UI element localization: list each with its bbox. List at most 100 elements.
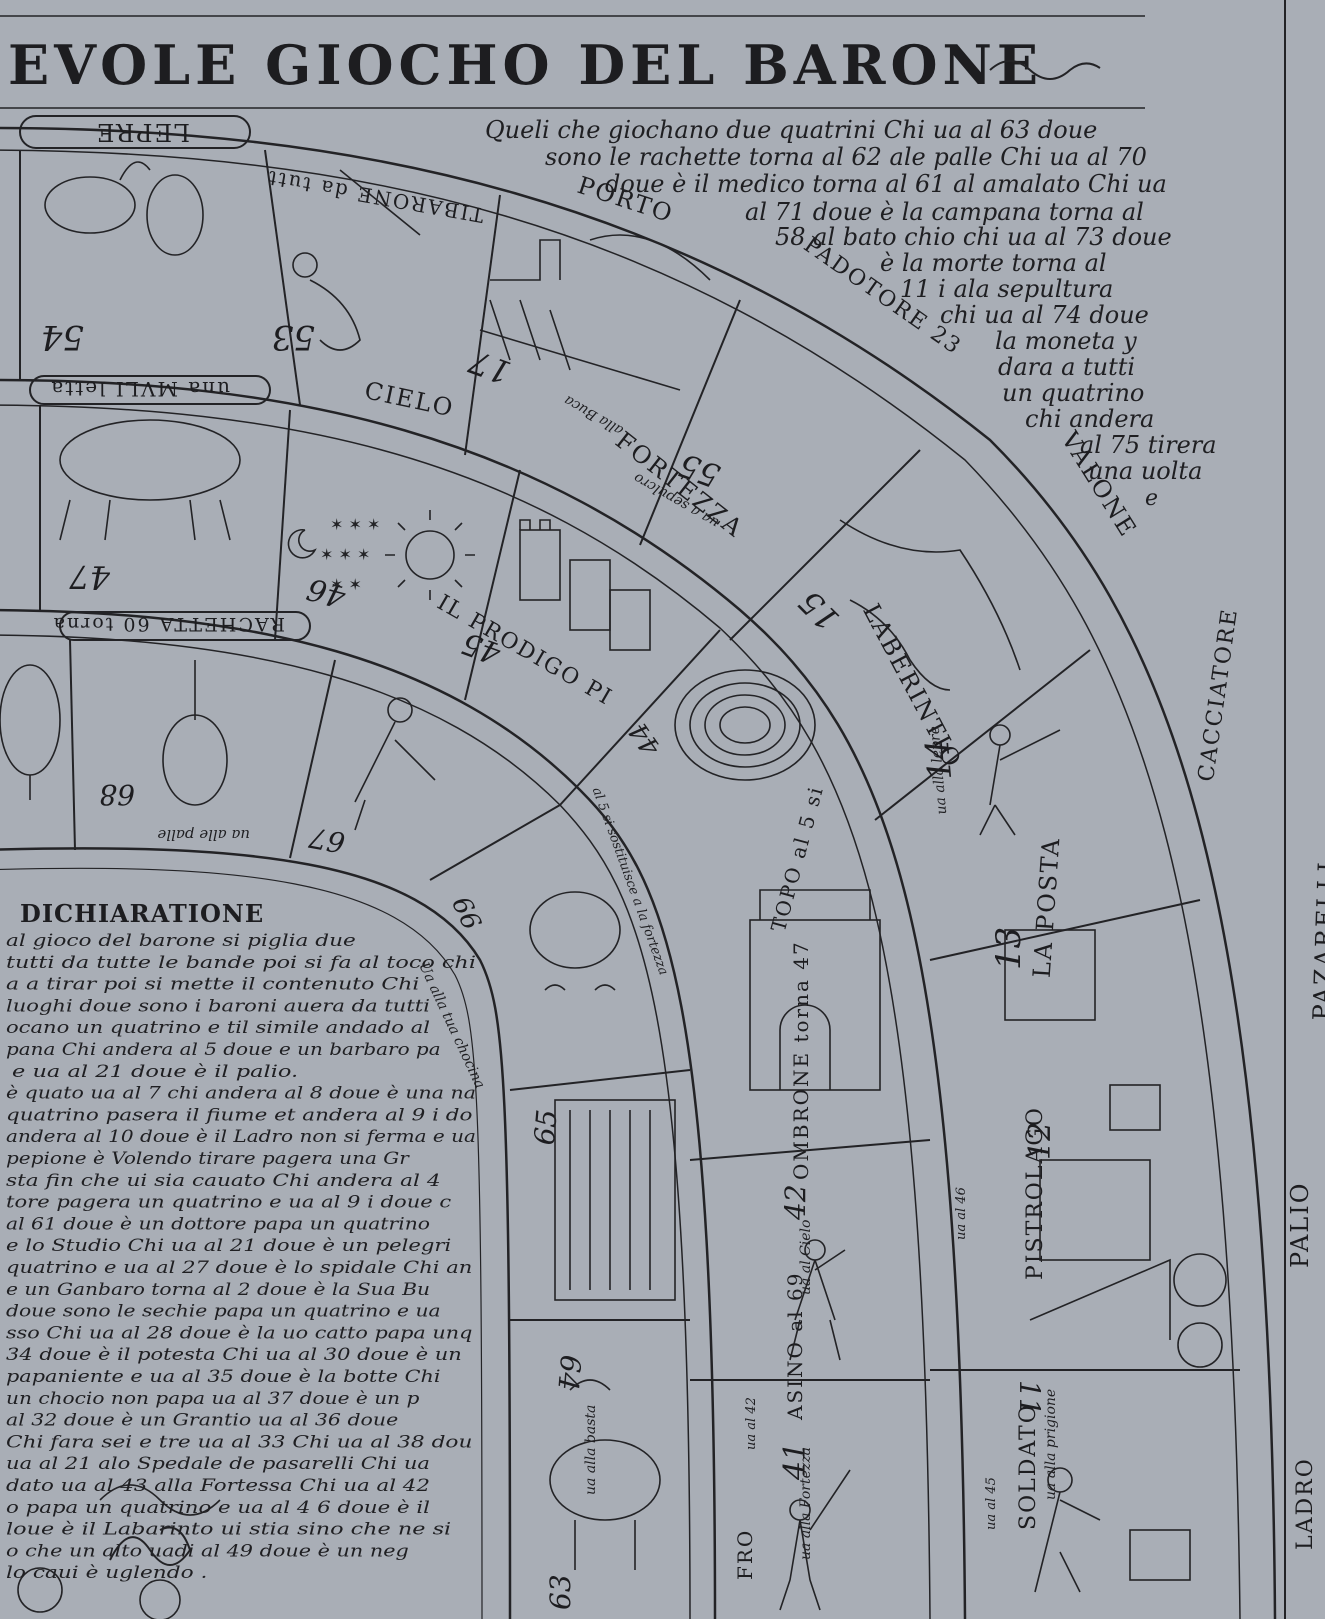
label-pistrolago: PISTROLAGO: [1023, 1106, 1048, 1280]
label-cacciatore: CACCIATORE: [1194, 606, 1243, 783]
ball-illustration: [162, 660, 228, 806]
palio-cart-illustration: [1029, 1159, 1227, 1368]
rules-line-14: una uolta: [1088, 457, 1202, 485]
declaration-heading: DICHIARATIONE: [20, 899, 264, 928]
cell-number-42: 42: [779, 1184, 812, 1221]
hare-illustration: [44, 161, 204, 256]
declaration-line: dato ua al 43 alla Fortessa Chi ua al 42: [6, 1476, 430, 1496]
declaration-line: pepione è Volendo tirare pagera una Gr: [6, 1149, 410, 1169]
ring-outer-inner-edge: [0, 149, 1241, 1619]
declaration-line: è quato ua al 7 chi andera al 8 doue è u…: [6, 1084, 476, 1104]
declaration-line: e un Ganbaro torna al 2 doue è la Sua Bu: [6, 1280, 430, 1300]
caption-ua-alle-palle: ua alle palle: [157, 826, 250, 844]
cell-number-65: 65: [528, 1108, 564, 1146]
cell-number-68: 68: [99, 778, 135, 811]
cell-number-17: 17: [464, 342, 516, 392]
label-la-posta: LA POSTA: [1028, 836, 1066, 979]
labyrinth-illustration: [674, 669, 816, 781]
declaration-line: ocano un quatrino e til simile andado al: [6, 1018, 430, 1038]
ring-core-edge: [0, 847, 512, 1619]
svg-text:✶ ✶: ✶ ✶: [330, 575, 362, 594]
declaration-line: ua al 21 alo Spedale de pasarelli Chi ua: [6, 1454, 430, 1474]
svg-text:✶ ✶ ✶: ✶ ✶ ✶: [330, 515, 380, 534]
declaration-line: un chocio non papa ua al 37 doue è un p: [6, 1389, 420, 1409]
declaration-line: a a tirar poi si mette il contenuto Chi: [6, 975, 419, 995]
declaration-line: 34 doue è il potesta Chi ua al 30 doue è…: [6, 1345, 462, 1365]
declaration-line: lo caui è uglendo .: [6, 1563, 207, 1583]
cell-number-12: 12: [1023, 1122, 1058, 1160]
label-pazarelli: PAZARELLI: [1308, 860, 1325, 1021]
label-tibarone: TIBARONE da tutt: [265, 166, 486, 228]
caption-ua-al-42: ua al 42: [744, 1397, 759, 1450]
cell-number-67: 67: [307, 821, 348, 860]
declaration-line: quatrino pasera il fiume et andera al 9 …: [6, 1105, 472, 1125]
cell-number-66: 66: [445, 892, 486, 935]
ring-inner-inner-edge: [0, 634, 691, 1619]
rules-line-13: al 75 tirera: [1080, 431, 1217, 459]
rules-line-12: chi andera: [1025, 405, 1154, 433]
rules-line-7: 11 i ala sepultura: [900, 275, 1113, 303]
caption-ua-alla-lepre: ua alla lepre: [927, 725, 951, 815]
cell-number-14: 14: [918, 738, 959, 782]
rules-line-10: dara a tutti: [998, 353, 1135, 381]
svg-text:✶ ✶ ✶: ✶ ✶ ✶: [320, 545, 370, 564]
waterfall-illustration: [839, 519, 1021, 691]
cell-number-47: 47: [69, 558, 111, 596]
rules-line-11: un quatrino: [1002, 379, 1144, 407]
cell-number-13: 13: [989, 927, 1029, 970]
label-cielo: CIELO: [362, 376, 457, 422]
label-soldato: SOLDATO: [1016, 1403, 1041, 1530]
page-title: EVOLE GIOCHO DEL BARONE: [8, 33, 1043, 97]
scroll-ornament-icon: [109, 1526, 192, 1566]
caption-al5-fortezza: al 5 si sostituisce a la fortezza: [589, 785, 671, 977]
label-muli: una MVLI letta: [49, 377, 230, 401]
label-rachetta-scroll: [59, 611, 311, 641]
declaration-line: luoghi doue sono i baroni auera da tutti: [6, 996, 430, 1016]
rules-line-1: Queli che giochano due quatrini Chi ua a…: [485, 116, 1097, 144]
rules-line-6: è la morte torna al: [880, 249, 1107, 277]
declaration-line: al 32 doue è un Grantio ua al 36 doue: [6, 1411, 398, 1431]
label-lepre-scroll: [19, 115, 251, 149]
cell-number-15: 15: [791, 583, 847, 639]
mule-illustration: [59, 419, 241, 541]
caption-ua-al-cielo: ua al Cielo: [798, 1220, 814, 1295]
declaration-line: loue è il Labarinto ui stia sino che ne …: [6, 1520, 451, 1540]
cell-number-44: 44: [623, 716, 667, 761]
label-lepre: LEPRE: [95, 118, 190, 146]
declaration-line: al gioco del barone si piglia due: [6, 931, 356, 951]
hunter-illustration: [979, 724, 1061, 836]
declaration-line: al 61 doue è un dottore papa un quatrino: [6, 1214, 430, 1234]
donkey-illustration: [549, 1379, 661, 1570]
rules-line-4: al 71 doue è la campana torna al: [745, 198, 1144, 226]
illustrations: ✶ ✶ ✶ ✶ ✶ ✶ ✶ ✶: [0, 161, 1227, 1619]
rules-line-15: e: [1145, 486, 1158, 511]
soldier-illustration: [779, 1469, 851, 1611]
mouse-illustration: [529, 891, 621, 991]
astrologer-illustration: [789, 1239, 846, 1361]
title-flourish-icon: [989, 60, 1101, 80]
caption-ua-alla-fortezza: ua alla Fortezza: [798, 1447, 814, 1560]
declaration-line: e lo Studio Chi ua al 21 doue è un peleg…: [6, 1236, 451, 1256]
declaration-line: sso Chi ua al 28 doue è la uo catto papa…: [6, 1323, 473, 1343]
fortress-illustration: [519, 519, 651, 651]
putti-ornament-illustration: [17, 1484, 221, 1619]
harbour-illustration: [479, 234, 711, 391]
ring-core-inner-edge: [0, 867, 483, 1619]
rules-line-8: chi ua al 74 doue: [940, 301, 1149, 329]
rules-line-9: la moneta y: [995, 327, 1137, 355]
declaration-line: o papa un quatrino e ua al 4 6 doue è il: [6, 1498, 430, 1518]
declaration-line: e ua al 21 doue è il palio.: [12, 1062, 298, 1082]
declaration-line: andera al 10 doue è il Ladro non si ferm…: [6, 1127, 476, 1147]
declaration-line: tutti da tutte le bande poi si fa al toc…: [6, 953, 476, 973]
racket-illustration: [0, 664, 61, 800]
cell-number-63: 63: [544, 1574, 577, 1610]
cell-dividers: [19, 149, 1240, 1381]
thief-illustration: [1034, 1467, 1191, 1593]
declaration-block: DICHIARATIONE al gioco del barone si pig…: [6, 899, 476, 1583]
ring-outer-edge: [0, 126, 1277, 1619]
label-topo: TOPO al 5 si: [766, 783, 828, 934]
declaration-line: doue sono le sechie papa un quatrino e u…: [6, 1302, 441, 1322]
cell-number-53: 53: [272, 317, 315, 357]
